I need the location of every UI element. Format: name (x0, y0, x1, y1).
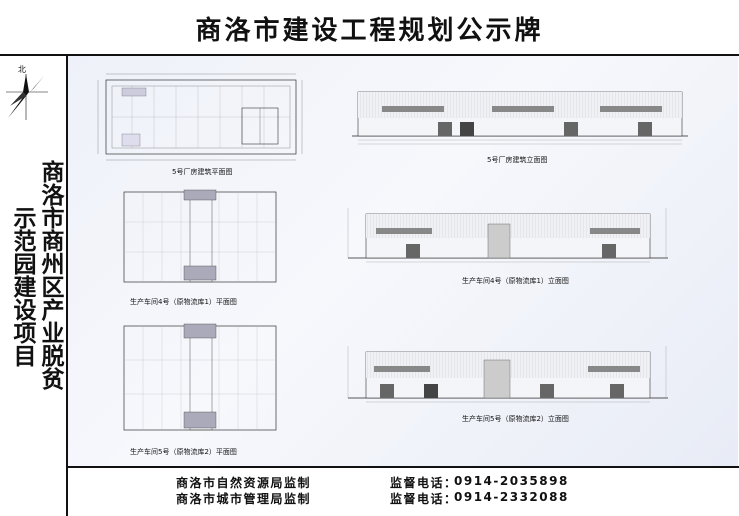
elevation-w5-caption: 生产车间5号（原物流库2）立面图 (462, 415, 569, 423)
north-arrow-icon: 北 (6, 65, 48, 120)
footer-phone-2: 0914-2332088 (454, 490, 569, 504)
elevation-5-drawing (352, 91, 688, 145)
board-title: 商洛市建设工程规划公示牌 (195, 16, 544, 46)
compass-label: 北 (18, 65, 26, 74)
left-divider (66, 56, 68, 516)
plan-5-caption: 5号厂房建筑平面图 (172, 168, 233, 176)
plan-w5-caption: 生产车间5号（原物流库2）平面图 (130, 448, 237, 456)
project-name-col1: 商洛市商州区产业脱贫 (37, 160, 63, 390)
elevation-w4-caption: 生产车间4号（原物流库1）立面图 (462, 277, 569, 285)
footer-dept-2: 商洛市城市管理局监制 (176, 492, 312, 506)
footer-phone-1: 0914-2035898 (454, 474, 569, 488)
footer-phone-1-label: 监督电话： (390, 476, 458, 490)
plan-w5-drawing (123, 323, 277, 431)
footer-dept-1: 商洛市自然资源局监制 (176, 476, 312, 490)
elevation-w5-drawing (347, 346, 668, 403)
footer-rule (68, 466, 739, 468)
header-rule (0, 54, 739, 56)
footer-phone-2-label: 监督电话： (390, 492, 458, 506)
plan-w4-drawing (123, 189, 277, 283)
plan-w4-caption: 生产车间4号（原物流库1）平面图 (130, 298, 237, 306)
elevation-w4-drawing (347, 208, 668, 263)
elevation-5-caption: 5号厂房建筑立面图 (487, 156, 548, 164)
plan-5-drawing (97, 73, 303, 161)
project-name-col2: 示范园建设项目 (9, 205, 35, 367)
